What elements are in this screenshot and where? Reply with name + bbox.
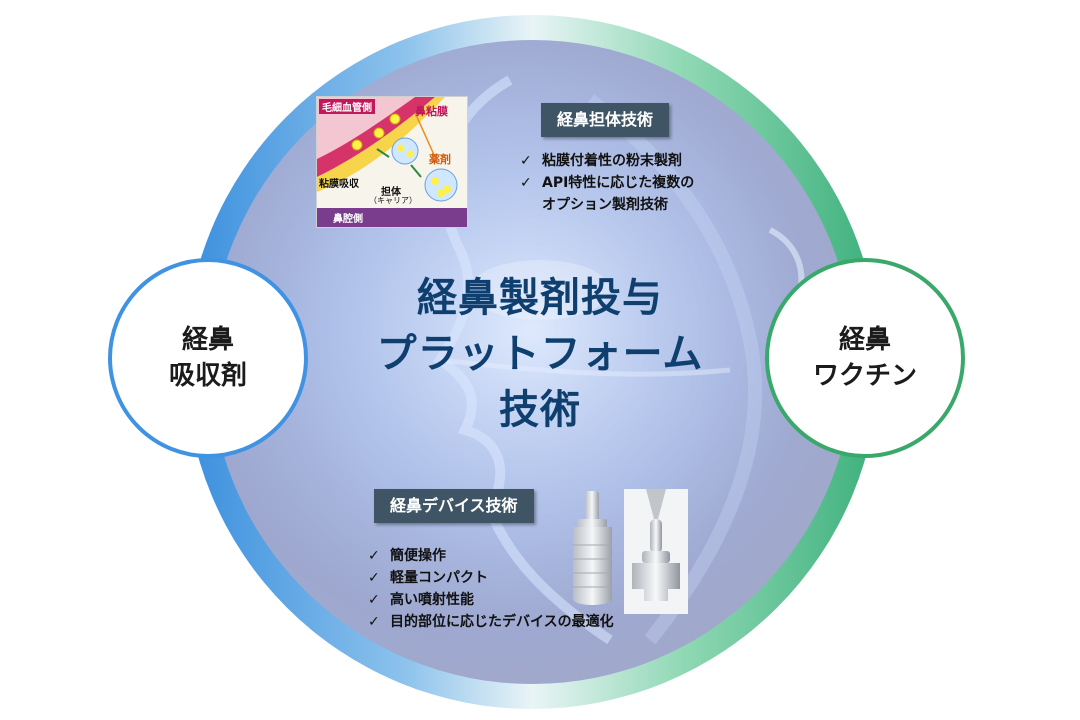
carrier-sub-label: （キャリア） xyxy=(369,196,417,205)
nasal-absorbent-circle: 経鼻 吸収剤 xyxy=(108,258,308,458)
absorption-label: 粘膜吸収 xyxy=(319,179,359,190)
spray-device-image xyxy=(624,489,688,614)
check-icon: ✓ xyxy=(520,175,532,191)
nasal-label: 鼻腔側 xyxy=(333,214,363,225)
list-item: オプション製剤技術 xyxy=(542,197,668,213)
nasal-vaccine-circle: 経鼻 ワクチン xyxy=(765,258,965,458)
device-tech-list: ✓ 簡便操作 ✓ 軽量コンパクト ✓ 高い噴射性能 ✓ 目的部位に応じたデバイス… xyxy=(368,545,614,633)
check-icon: ✓ xyxy=(368,592,380,608)
carrier-label: 担体 xyxy=(381,187,401,198)
list-item: ✓ 簡便操作 xyxy=(368,545,614,567)
list-item: ✓ 粘膜付着性の粉末製剤 xyxy=(520,150,694,172)
mucosa-label: 鼻粘膜 xyxy=(415,105,448,118)
carrier-tech-heading: 経鼻担体技術 xyxy=(541,103,670,137)
check-icon: ✓ xyxy=(368,548,380,564)
device-tech-heading: 経鼻デバイス技術 xyxy=(374,489,534,523)
list-item: ✓ 高い噴射性能 xyxy=(368,589,614,611)
main-title: 経鼻製剤投与 プラットフォーム 技術 xyxy=(376,275,704,433)
list-item: ✓ 目的部位に応じたデバイスの最適化 xyxy=(368,611,614,633)
capillary-label: 毛細血管側 xyxy=(319,99,375,114)
mucosa-illustration: 毛細血管側 鼻粘膜 薬剤 粘膜吸収 担体 （キャリア） 鼻腔側 xyxy=(316,96,468,228)
carrier-tech-list: ✓ 粘膜付着性の粉末製剤 ✓ API特性に応じた複数の オプション製剤技術 xyxy=(520,150,694,216)
check-icon: ✓ xyxy=(368,570,380,586)
drug-label: 薬剤 xyxy=(429,153,451,166)
list-item: ✓ 軽量コンパクト xyxy=(368,567,614,589)
nasal-device-image xyxy=(565,487,620,612)
check-icon: ✓ xyxy=(520,153,532,169)
check-icon: ✓ xyxy=(368,614,380,630)
mucosa-diagram xyxy=(317,97,467,227)
list-item: ✓ API特性に応じた複数の xyxy=(520,172,694,194)
spray-device-icon xyxy=(632,489,680,601)
nasal-device-icon xyxy=(573,491,612,605)
